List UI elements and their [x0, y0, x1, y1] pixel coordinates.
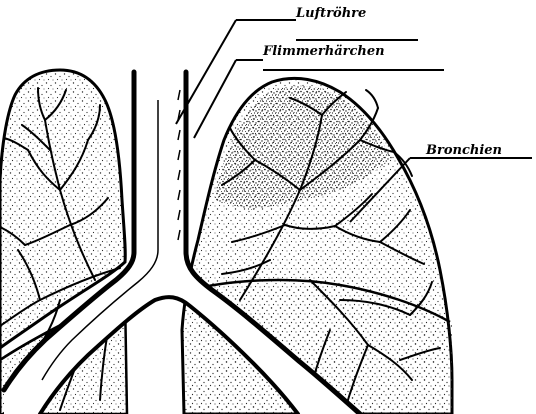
right-lung	[182, 78, 452, 414]
label-bronchi: Bronchien	[426, 144, 502, 157]
label-cilia: Flimmerhärchen	[263, 45, 385, 58]
label-trachea: Luftröhre	[296, 7, 366, 20]
